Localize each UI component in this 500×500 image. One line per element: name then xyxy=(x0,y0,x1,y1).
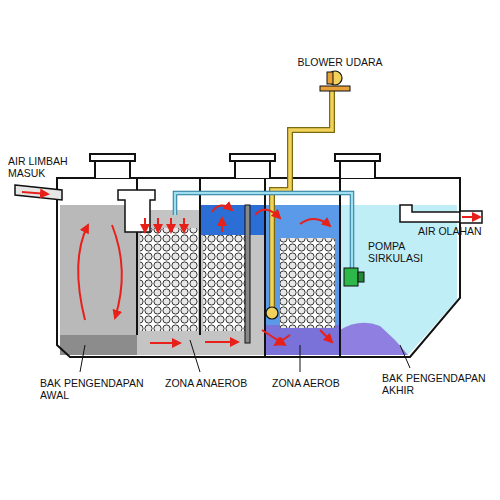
pump-label: POMPA SIRKULASI xyxy=(368,240,434,264)
outlet-label: AIR OLAHAN xyxy=(418,225,496,237)
aerobic-zone-label: ZONA AEROB xyxy=(272,377,352,389)
final-settling-label: BAK PENGENDAPAN AKHIR xyxy=(382,372,494,396)
settling-tank-label: BAK PENGENDAPAN AWAL xyxy=(40,377,148,401)
inlet-label: AIR LIMBAH MASUK xyxy=(8,155,80,179)
anaerobic-zone-label: ZONA ANAEROB xyxy=(165,377,255,389)
blower-label: BLOWER UDARA xyxy=(290,56,390,68)
